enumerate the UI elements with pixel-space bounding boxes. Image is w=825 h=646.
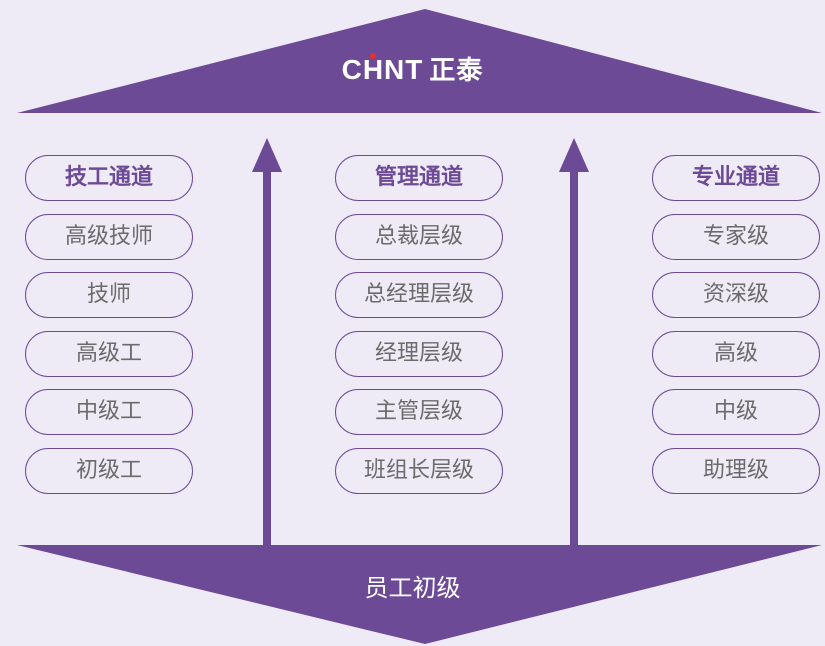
logo-red-dot	[369, 53, 376, 59]
level-pill: 中级	[652, 389, 820, 435]
level-pill: 中级工	[25, 389, 193, 435]
level-pill: 专家级	[652, 213, 820, 260]
level-pill: 经理层级	[335, 330, 503, 377]
logo-brand: CHNT	[341, 53, 424, 85]
up-arrow-left	[252, 138, 282, 546]
level-pill: 助理级	[652, 447, 820, 494]
track-title-professional: 专业通道	[652, 155, 820, 201]
track-title-management: 管理通道	[335, 155, 503, 201]
level-pill: 主管层级	[335, 389, 503, 435]
track-column-professional: 专业通道 专家级 资深级 高级 中级 助理级	[652, 155, 820, 506]
track-column-technical: 技工通道 高级技师 技师 高级工 中级工 初级工	[25, 155, 193, 506]
level-pill: 高级	[652, 330, 820, 377]
up-arrow-right	[559, 138, 589, 546]
level-pill: 班组长层级	[335, 447, 503, 494]
logo-chinese: 正泰	[429, 56, 484, 86]
level-pill: 总经理层级	[335, 272, 503, 318]
level-pill: 初级工	[25, 447, 193, 494]
level-pill: 技师	[25, 272, 193, 318]
level-pill: 总裁层级	[335, 213, 503, 260]
track-title-technical: 技工通道	[25, 155, 193, 201]
level-pill: 资深级	[652, 272, 820, 318]
level-pill: 高级技师	[25, 213, 193, 260]
top-banner	[17, 9, 822, 113]
track-column-management: 管理通道 总裁层级 总经理层级 经理层级 主管层级 班组长层级	[335, 155, 503, 506]
bottom-banner-label: 员工初级	[364, 574, 461, 602]
level-pill: 高级工	[25, 330, 193, 377]
